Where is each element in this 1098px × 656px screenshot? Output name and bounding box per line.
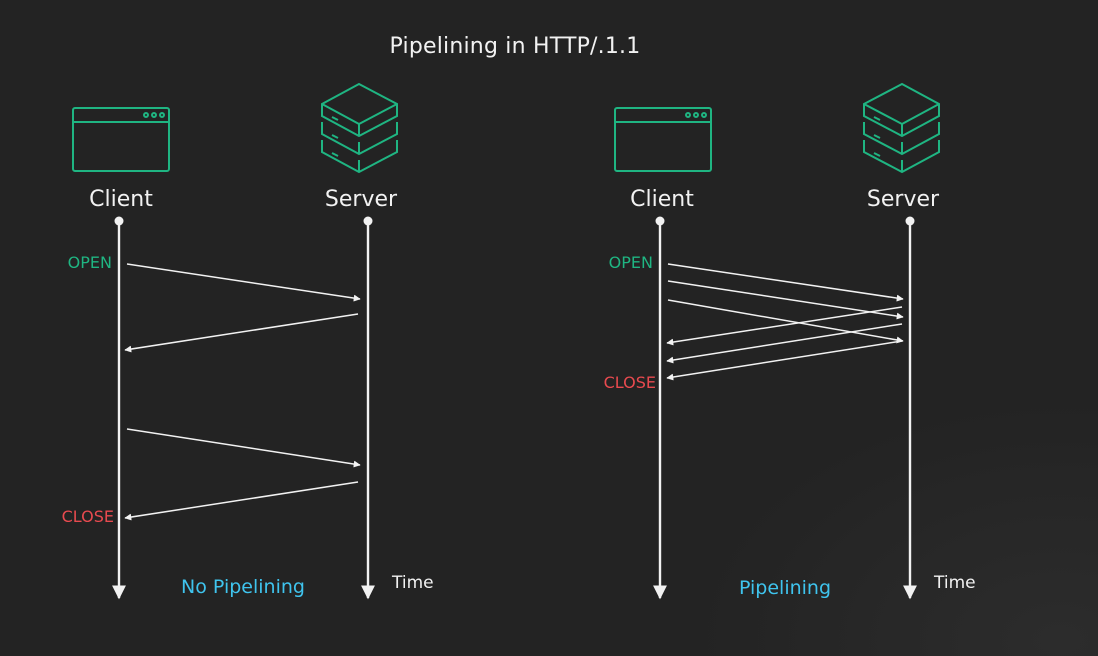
- response-arrow: [666, 340, 903, 381]
- client-label: Client: [89, 187, 153, 212]
- browser-window-icon: [72, 107, 170, 172]
- right-panel: Client Server OPEN CLOSE Time Pipelining: [604, 82, 976, 600]
- request-arrow: [667, 280, 904, 320]
- close-label: CLOSE: [62, 507, 114, 526]
- server-label: Server: [325, 187, 398, 212]
- browser-window-icon: [614, 107, 712, 172]
- open-label: OPEN: [68, 253, 112, 272]
- server-stack-icon: [321, 82, 398, 174]
- server-label: Server: [867, 187, 940, 212]
- server-stack-icon: [863, 82, 940, 174]
- client-label: Client: [630, 187, 694, 212]
- caption-pipelining: Pipelining: [739, 577, 831, 599]
- request-arrow: [667, 263, 904, 302]
- response-arrow: [124, 313, 359, 353]
- request-arrow: [667, 299, 904, 344]
- request-arrow: [126, 428, 361, 468]
- close-label: CLOSE: [604, 373, 656, 392]
- caption-no-pipelining: No Pipelining: [181, 576, 305, 598]
- request-arrow: [126, 263, 361, 302]
- left-panel: Client Server OPEN CLOSE Time No Pipelin…: [62, 82, 434, 600]
- diagram-title: Pipelining in HTTP/.1.1: [389, 34, 641, 59]
- response-arrow: [666, 306, 903, 346]
- time-label: Time: [391, 573, 434, 593]
- response-arrow: [666, 323, 903, 364]
- time-label: Time: [933, 573, 976, 593]
- open-label: OPEN: [609, 253, 653, 272]
- response-arrow: [124, 481, 359, 521]
